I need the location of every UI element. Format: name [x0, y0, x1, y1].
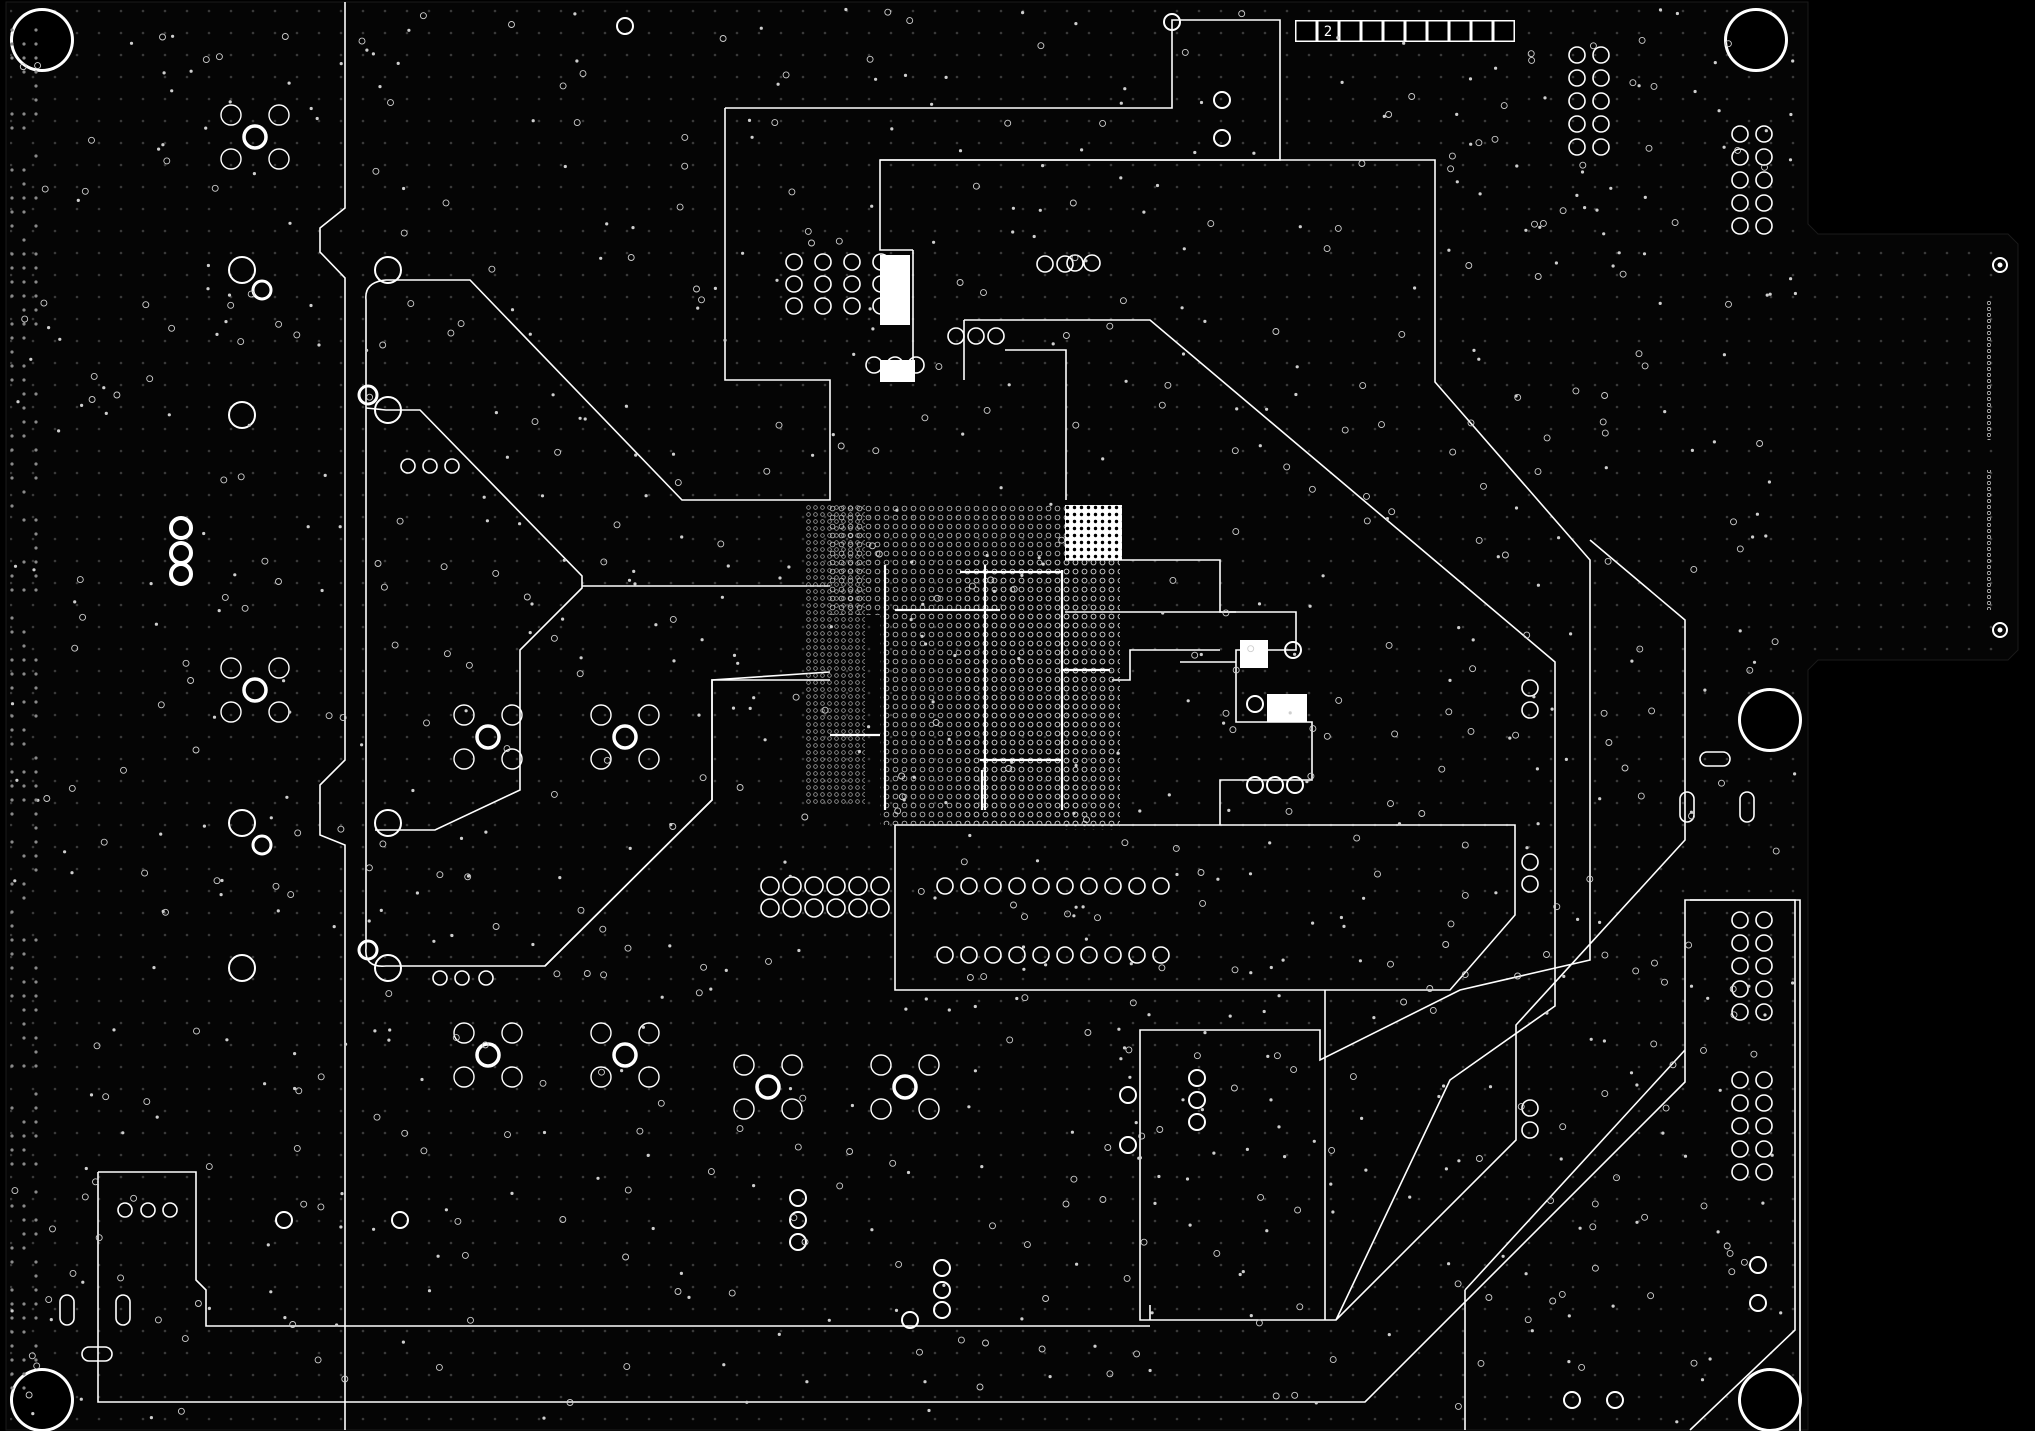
scattered-vias — [10, 7, 1797, 1424]
mounting-holes — [10, 8, 1802, 1431]
layer-number: 2 — [1324, 24, 1332, 40]
layer-indicator: 2 — [1295, 20, 1515, 42]
connector-pins — [1986, 257, 2008, 638]
bga-region — [805, 255, 1307, 830]
connector-tab-vias — [1812, 240, 2010, 655]
pads — [117, 13, 1773, 1409]
slots — [59, 751, 1755, 1362]
